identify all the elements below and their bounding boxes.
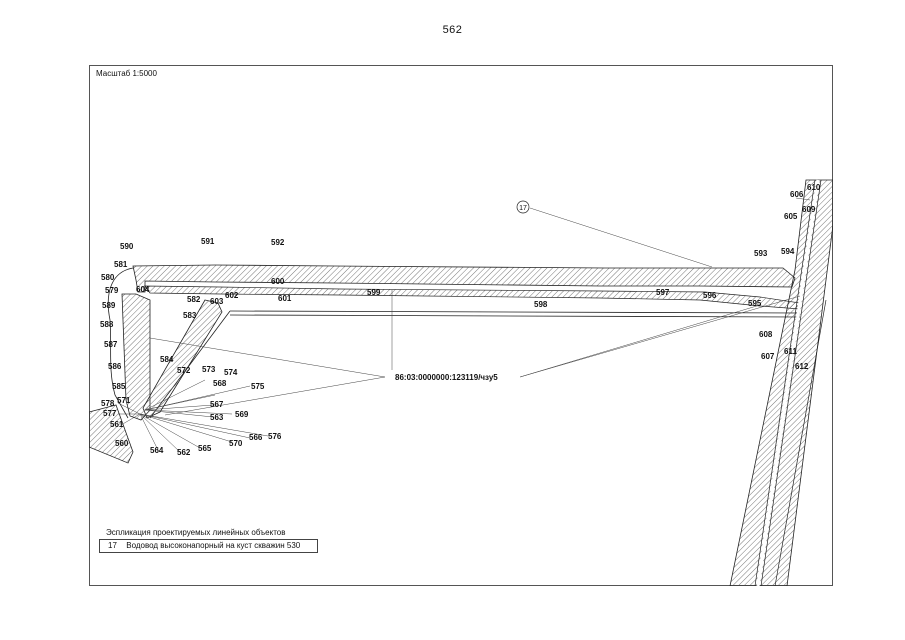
point-label: 598 — [534, 300, 548, 309]
point-label: 581 — [114, 260, 128, 269]
point-label: 596 — [703, 291, 717, 300]
point-label: 565 — [198, 444, 212, 453]
corridor-east — [729, 179, 833, 586]
point-label: 569 — [235, 410, 249, 419]
point-label: 595 — [748, 299, 762, 308]
point-label: 573 — [202, 365, 216, 374]
point-label: 576 — [268, 432, 282, 441]
point-label: 605 — [784, 212, 798, 221]
legend-row-description: Водовод высоконапорный на куст скважин 5… — [126, 541, 301, 550]
corridor-east-line-1 — [754, 179, 816, 586]
point-label: 593 — [754, 249, 768, 258]
legend-row: 17 Водовод высоконапорный на куст скважи… — [99, 539, 318, 553]
corridor-middle — [144, 285, 801, 310]
point-labels: 560 561 562 563 564 565 566 567 568 569 … — [100, 183, 821, 457]
point-label: 578 — [101, 399, 115, 408]
point-label: 603 — [210, 297, 224, 306]
point-label: 607 — [761, 352, 775, 361]
point-label: 580 — [101, 273, 115, 282]
point-label: 584 — [160, 355, 174, 364]
point-label: 594 — [781, 247, 795, 256]
cadastral-label: 86:03:0000000:123119/чзу5 — [395, 373, 498, 382]
point-label: 587 — [104, 340, 118, 349]
point-label: 564 — [150, 446, 164, 455]
point-label: 579 — [105, 286, 119, 295]
legend-row-number: 17 — [108, 541, 117, 550]
point-label: 608 — [759, 330, 773, 339]
point-label: 568 — [213, 379, 227, 388]
point-label: 583 — [183, 311, 197, 320]
point-label: 610 — [807, 183, 821, 192]
point-label: 597 — [656, 288, 670, 297]
corridor-east-gap — [756, 179, 820, 586]
point-label: 591 — [201, 237, 215, 246]
point-label: 601 — [278, 294, 292, 303]
point-label: 612 — [795, 362, 809, 371]
point-label: 604 — [136, 285, 150, 294]
corridor-north — [132, 264, 796, 293]
corridor-east-line-3 — [774, 299, 827, 586]
scale-label: Масштаб 1:5000 — [96, 69, 157, 78]
point-label: 571 — [117, 396, 131, 405]
point-label: 599 — [367, 288, 381, 297]
corridor-west-outline — [107, 267, 134, 419]
point-label: 582 — [187, 295, 201, 304]
leader-lines — [117, 197, 811, 453]
point-label: 566 — [249, 433, 263, 442]
pipeline-lower — [229, 310, 801, 314]
point-label: 600 — [271, 277, 285, 286]
page-number: 562 — [442, 24, 463, 36]
point-label: 606 — [790, 190, 804, 199]
point-label: 561 — [110, 420, 124, 429]
object-marker-circle — [516, 200, 530, 214]
object-marker-label: 17 — [519, 205, 527, 212]
point-label: 609 — [802, 205, 816, 214]
point-label: 572 — [177, 366, 191, 375]
point-label: 589 — [102, 301, 116, 310]
point-label: 602 — [225, 291, 239, 300]
point-label: 586 — [108, 362, 122, 371]
corridor-southwest — [89, 404, 134, 464]
point-label: 585 — [112, 382, 126, 391]
point-label: 560 — [115, 439, 129, 448]
pipeline-lower-edge — [229, 314, 801, 318]
point-label: 575 — [251, 382, 265, 391]
point-label: 590 — [120, 242, 134, 251]
point-label: 570 — [229, 439, 243, 448]
point-label: 562 — [177, 448, 191, 457]
legend-title: Эспликация проектируемых линейных объект… — [106, 528, 286, 537]
point-label: 567 — [210, 400, 224, 409]
point-label: 588 — [100, 320, 114, 329]
map-frame — [89, 65, 833, 586]
point-label: 577 — [103, 409, 117, 418]
point-label: 563 — [210, 413, 224, 422]
point-label: 592 — [271, 238, 285, 247]
corridor-east-line-2 — [760, 179, 822, 586]
corridor-diagonal — [142, 299, 223, 419]
point-label: 611 — [784, 347, 797, 356]
point-label: 574 — [224, 368, 238, 377]
